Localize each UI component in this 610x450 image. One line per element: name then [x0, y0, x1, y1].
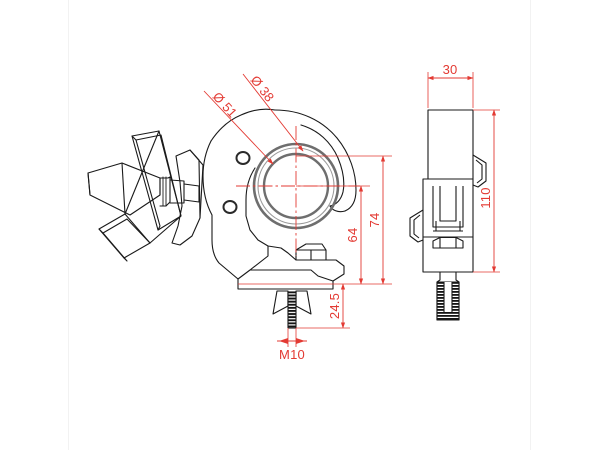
- front-view-dimensions: [203, 73, 392, 347]
- side-clip-right: [472, 154, 487, 188]
- handle-knob: [98, 130, 182, 262]
- side-view-group: [409, 109, 487, 321]
- dim-label-110: 110: [478, 187, 493, 208]
- side-inner-cavity: [432, 186, 464, 228]
- sheet-border-right: [530, 0, 531, 450]
- pin-hole-upper: [235, 151, 251, 165]
- side-lower-block: [422, 236, 474, 273]
- dim-label-d38: Ø 38: [248, 73, 278, 105]
- leader-line-d38: [242, 73, 304, 152]
- pin-hole-lower: [222, 200, 238, 214]
- dim-label-245: 24.5: [327, 293, 342, 319]
- bolt-thread: [288, 291, 296, 328]
- dim-label-64: 64: [345, 228, 360, 243]
- side-clip-right-inner: [475, 159, 483, 184]
- bottom-bolt-assembly: [272, 290, 312, 329]
- bolt-wing-left: [272, 290, 289, 315]
- front-view-group: [87, 108, 357, 290]
- dim-label-30: 30: [443, 62, 458, 77]
- dim-label-74: 74: [367, 213, 382, 228]
- handle-shaft: [87, 162, 200, 216]
- leader-line-d51: [203, 90, 274, 165]
- side-nut: [432, 236, 464, 249]
- clamp-body: [202, 108, 345, 290]
- sheet-border-left: [68, 0, 69, 450]
- side-upper-block: [427, 109, 474, 180]
- side-inner-cavity-2: [439, 186, 457, 222]
- dim-label-m10: M10: [279, 347, 305, 362]
- side-clip-left: [409, 209, 424, 243]
- bolt-wing-right: [295, 290, 312, 315]
- rear-jaw: [171, 149, 204, 246]
- hook-arm: [274, 109, 357, 213]
- dim-label-d51: Ø 51: [210, 89, 241, 121]
- side-view-dimensions: [427, 72, 500, 273]
- side-mid-block: [422, 178, 474, 238]
- side-clip-left-inner: [413, 214, 421, 239]
